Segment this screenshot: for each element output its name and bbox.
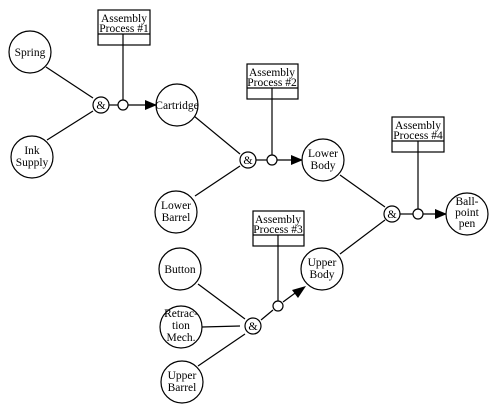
- node-retraction-mech-label-1: Retrac-: [164, 308, 198, 320]
- node-ballpoint-pen-label-1: Ball-: [456, 196, 479, 208]
- node-upper-barrel: Upper Barrel: [160, 360, 204, 404]
- arrowhead-upperbody: [292, 286, 306, 298]
- node-spring: Spring: [8, 30, 52, 74]
- node-ballpoint-pen: Ball- point pen: [445, 192, 489, 236]
- node-ink-supply: Ink Supply: [10, 135, 54, 179]
- assembly-process-3: Assembly Process #3: [252, 210, 305, 247]
- junction-3-symbol: &: [248, 319, 258, 333]
- arrowhead-cartridge: [145, 100, 157, 110]
- edge-j3-port3: [260, 309, 274, 321]
- assembly-process-1: Assembly Process #1: [97, 9, 151, 46]
- process-3-label-line2: Process #3: [253, 224, 303, 236]
- node-ballpoint-pen-label-2: point: [455, 207, 479, 219]
- arrowheads: [145, 100, 447, 298]
- edge-cartridge-j2: [193, 115, 241, 155]
- edge-upperbody-j4: [339, 219, 386, 255]
- junction-4-symbol: &: [387, 207, 397, 221]
- process-2-label-line1: Assembly: [249, 67, 295, 79]
- node-button: Button: [158, 247, 202, 291]
- node-cartridge-label: Cartridge: [155, 100, 198, 112]
- process-4-label-line1: Assembly: [395, 120, 441, 132]
- junction-2-symbol: &: [243, 153, 253, 167]
- edge-ink-j1: [46, 110, 94, 141]
- port-4: [412, 208, 424, 220]
- node-cartridge: Cartridge: [155, 83, 199, 127]
- node-retraction-mech-label-3: Mech.: [166, 332, 195, 344]
- junction-1: &: [92, 96, 110, 114]
- node-retraction-mech: Retrac- tion Mech.: [159, 305, 203, 349]
- node-lower-body: Lower Body: [301, 138, 345, 182]
- edge-lowerbarrel-j2: [194, 165, 241, 197]
- edge-button-j3: [197, 283, 246, 320]
- node-button-label: Button: [164, 264, 196, 276]
- node-lower-barrel: Lower Barrel: [154, 190, 198, 234]
- node-lower-body-label-2: Body: [311, 160, 336, 172]
- edge-lowerbody-j4: [339, 174, 386, 208]
- port-2: [266, 154, 278, 166]
- assembly-process-4: Assembly Process #4: [391, 116, 445, 153]
- junction-3: &: [244, 317, 262, 335]
- arrowhead-ballpoint: [435, 209, 447, 219]
- node-upper-body-label-2: Body: [310, 269, 335, 281]
- junction-2: &: [239, 151, 257, 169]
- node-upper-barrel-label-2: Barrel: [168, 382, 197, 394]
- arrowhead-lowerbody: [291, 155, 303, 165]
- edge-upperbarrel-j3: [197, 333, 246, 367]
- node-retraction-mech-label-2: tion: [172, 320, 190, 332]
- node-ballpoint-pen-label-3: pen: [459, 218, 476, 230]
- node-lower-body-label-1: Lower: [308, 148, 338, 160]
- edge-retraction-j3: [201, 325, 241, 328]
- edge-spring-j1: [45, 66, 94, 99]
- node-upper-body-label-1: Upper: [308, 257, 337, 269]
- junction-4: &: [383, 205, 401, 223]
- edges: [45, 45, 446, 367]
- assembly-process-2: Assembly Process #2: [246, 63, 299, 100]
- node-upper-body: Upper Body: [300, 247, 344, 291]
- node-ink-supply-label-2: Supply: [16, 157, 49, 169]
- node-lower-barrel-label-1: Lower: [161, 200, 191, 212]
- node-ink-supply-label-1: Ink: [24, 145, 40, 157]
- port-3: [272, 300, 284, 312]
- node-upper-barrel-label-1: Upper: [168, 370, 197, 382]
- process-1-label-line1: Assembly: [101, 13, 147, 25]
- process-3-label-line1: Assembly: [255, 214, 301, 226]
- junction-1-symbol: &: [96, 98, 106, 112]
- node-spring-label: Spring: [15, 47, 46, 59]
- node-lower-barrel-label-2: Barrel: [162, 212, 191, 224]
- port-1: [117, 99, 129, 111]
- process-2-label-line2: Process #2: [247, 77, 297, 89]
- process-1-label-line2: Process #1: [99, 23, 149, 35]
- process-4-label-line2: Process #4: [393, 130, 443, 142]
